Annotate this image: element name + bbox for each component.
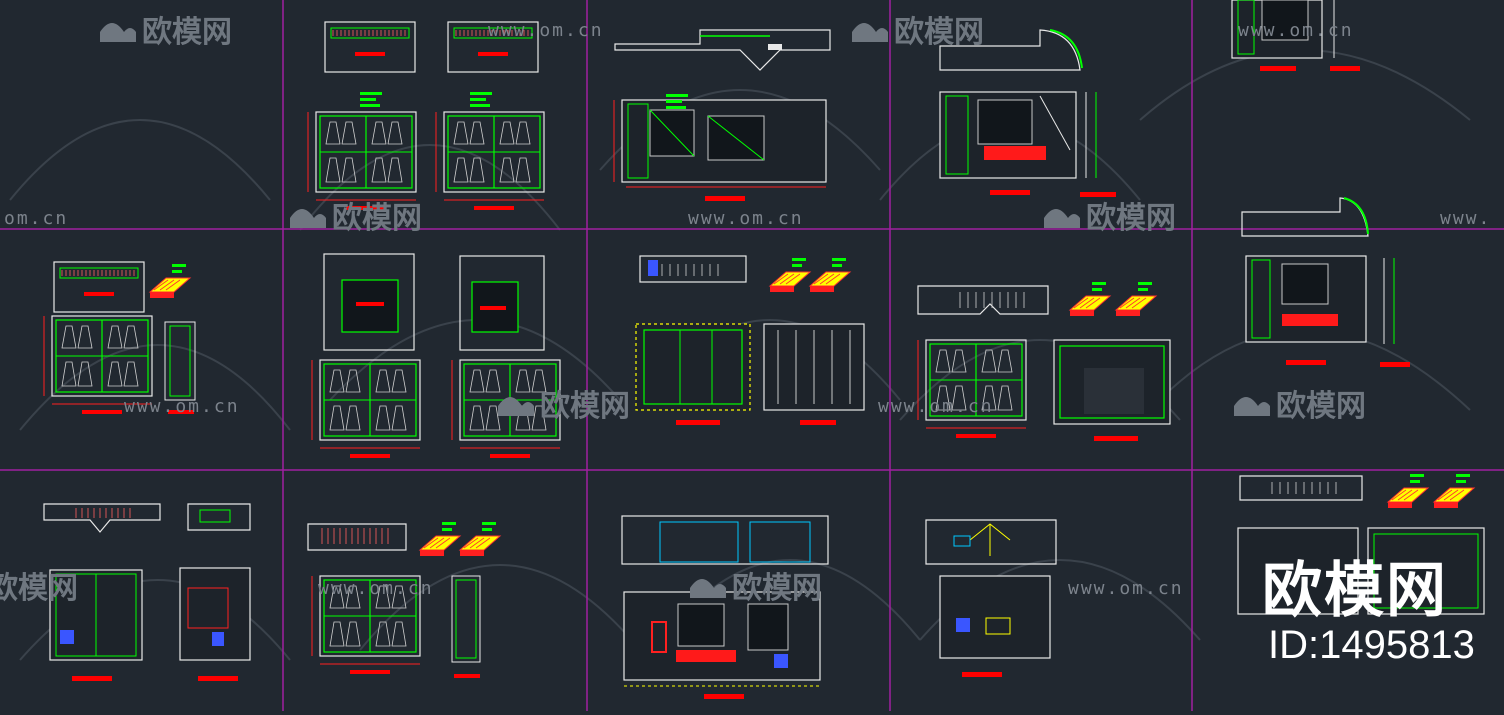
svg-text:欧模网: 欧模网 [142,15,232,50]
drawing-panel-r2c4 [917,281,1171,441]
watermark-url-7: www.om.cn [878,396,994,417]
watermark-url-2: www.om.cn [1238,20,1354,41]
watermark-url-6: www.om.cn [124,396,240,417]
drawing-panel-r3c5 [1237,473,1485,615]
drawing-panel-r1c2 [307,21,545,211]
drawing-panel-r2c3 [635,255,865,425]
watermark-logo-1: 欧模网 [100,15,232,50]
watermark-url-3: om.cn [4,208,68,229]
svg-text:欧模网: 欧模网 [540,389,630,424]
watermark-url-9: www.om.cn [1068,578,1184,599]
drawing-panel-r1c4 [939,29,1116,197]
model-id-logo: 欧模网 [1262,556,1448,626]
drawing-panel-r3c4 [925,519,1057,677]
drawing-panel-r2c2 [311,253,561,459]
svg-text:欧模网: 欧模网 [1086,201,1176,236]
svg-text:欧模网: 欧模网 [894,15,984,50]
drawing-panel-r1c3 [613,29,831,201]
watermark-url-4: www.om.cn [688,208,804,229]
watermark-logo-8-partial: 欧模网 [0,571,78,606]
model-id-label: ID:1495813 [1268,623,1475,667]
svg-text:欧模网: 欧模网 [1276,389,1366,424]
drawing-panel-r3c3 [621,515,829,699]
watermark-url-1: www.om.cn [488,20,604,41]
svg-text:欧模网: 欧模网 [332,201,422,236]
drawing-panel-r3c2 [307,521,501,678]
watermark-logo-4: 欧模网 [1044,201,1176,236]
watermark-logo-3: 欧模网 [290,201,422,236]
watermark-logo-7: 欧模网 [690,571,822,606]
drawing-panel-r2c1 [43,261,196,415]
drawing-panel-r1c5 [1231,0,1360,71]
watermark-layer: 欧模网 欧模网 欧模网 欧模网 欧模网 欧模网 欧模网 欧模网 www.om.c… [0,15,1491,606]
drawing-panel-r3c1 [43,503,251,681]
watermark-logo-6: 欧模网 [1234,389,1366,424]
svg-text:欧模网: 欧模网 [732,571,822,606]
drawing-panel-r2c5 [1241,197,1410,367]
watermark-url-8: www.om.cn [318,578,434,599]
watermark-logo-2: 欧模网 [852,15,984,50]
watermark-logo-5: 欧模网 [498,389,630,424]
watermark-url-5: www. [1440,208,1491,229]
